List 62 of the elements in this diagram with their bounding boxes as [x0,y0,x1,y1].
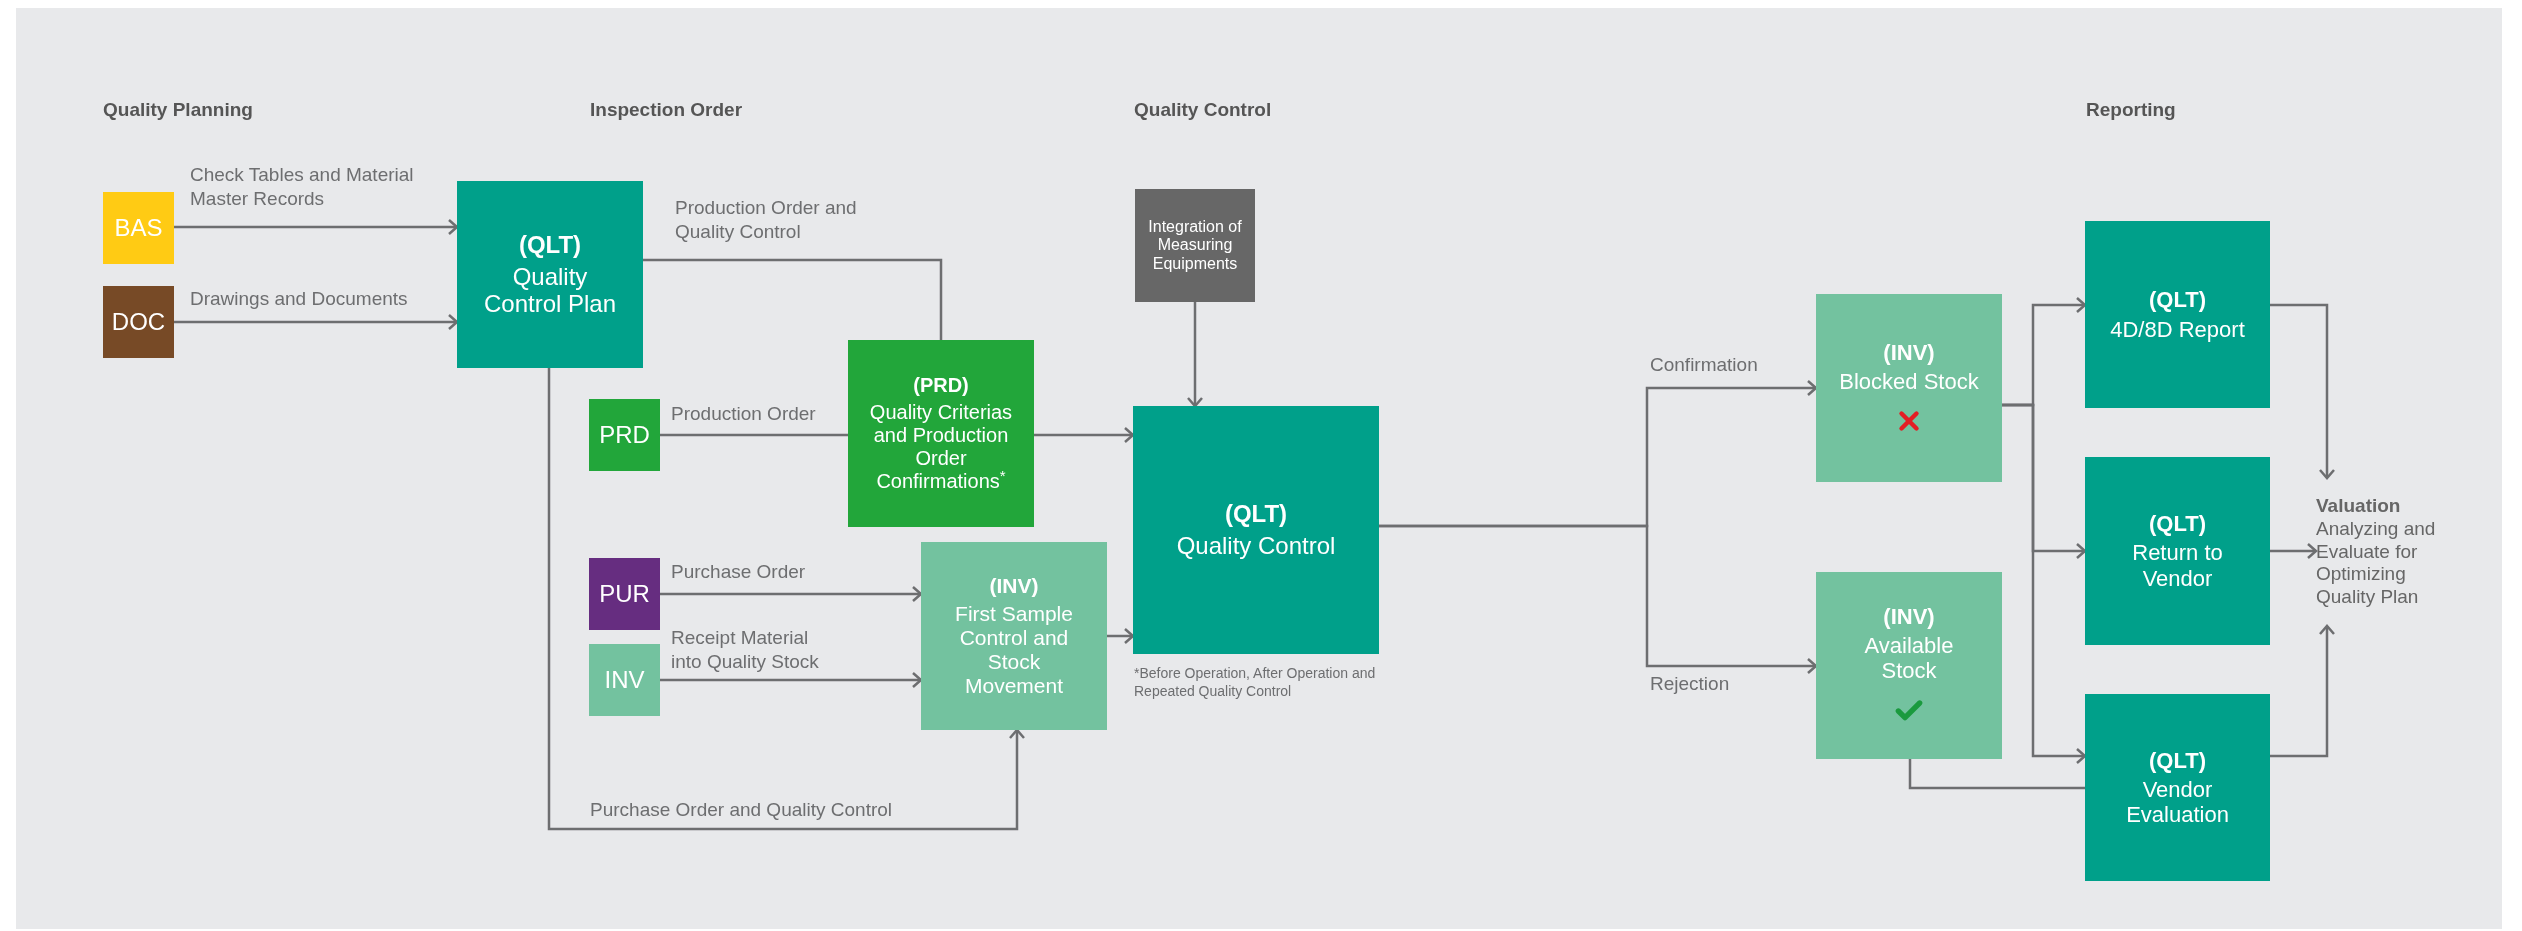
process-box [848,340,1034,527]
column-heading: Quality Planning [103,98,254,122]
module-tag: PUR [589,558,660,630]
module-code: (QLT) [1224,500,1288,528]
module-tag: INV [589,644,660,716]
process-title: Available Stock [1863,632,1955,684]
process-box [457,181,643,368]
module-code: (QLT) [2149,287,2206,313]
arrow [2270,303,2336,480]
module-code: (QLT) [2149,747,2206,773]
arrow [2270,542,2318,560]
module-tag: DOC [103,286,174,358]
process-box [2085,221,2270,408]
column-heading: Reporting [2086,98,2177,122]
process-title: Quality Control [1176,532,1336,560]
arrow [660,585,923,603]
process-title: Quality Control Plan [482,262,618,318]
module-code: (QLT) [518,231,582,259]
arrow [547,368,1026,831]
process-box [1133,406,1379,654]
arrow [1379,524,1818,675]
edge-label: Purchase Order [671,560,807,584]
process-box [1816,572,2002,759]
process-box [2085,457,2270,645]
module-code: (INV) [1883,603,1935,629]
process-title: 4D/8D Report [2110,316,2245,342]
column-heading: Inspection Order [590,98,744,122]
module-code: (INV) [989,573,1039,598]
valuation-text: Analyzing and Evaluate for Optimizing Quality Plan [2316,517,2437,609]
edge-label: Check Tables and Material Master Records [190,163,415,211]
edge-label: Confirmation [1650,353,1759,377]
module-tag: BAS [103,192,174,264]
process-title: Blocked Stock [1839,369,1979,395]
process-title: Quality Criterias and Production Order Confirmations$^{*}$ [868,401,1014,493]
arrow [174,218,459,236]
footnote: *Before Operation, After Operation and Repeated Quality Control [1134,664,1377,701]
edge-label: Production Order and Quality Control [675,196,858,244]
edge-label: Rejection [1650,672,1731,696]
module-code: (PRD) [913,374,969,397]
integration-box: Integration of Measuring Equipments [1135,189,1255,302]
module-code: (INV) [1883,339,1935,365]
arrow [660,671,923,689]
arrow [1107,627,1135,645]
arrow [2270,624,2336,758]
module-code: (QLT) [2149,511,2206,537]
edge-label: Purchase Order and Quality Control [590,798,894,822]
edge-label: Drawings and Documents [190,287,409,311]
arrow [1186,302,1204,408]
arrow [174,313,459,331]
process-title: First Sample Control and Stock Movement [954,601,1074,699]
module-tag: PRD [589,399,660,471]
process-box [2085,694,2270,881]
process-title: Vendor Evaluation [2125,776,2230,828]
process-box [1816,294,2002,482]
valuation-heading: Valuation [2316,495,2402,518]
arrow [1034,426,1135,444]
edge-label: Receipt Material into Quality Stock [671,626,820,674]
edge-label: Production Order [671,402,817,426]
process-title: Return to Vendor [2131,540,2224,591]
column-heading: Quality Control [1134,98,1273,122]
process-box [921,542,1107,730]
arrow [2002,403,2087,765]
